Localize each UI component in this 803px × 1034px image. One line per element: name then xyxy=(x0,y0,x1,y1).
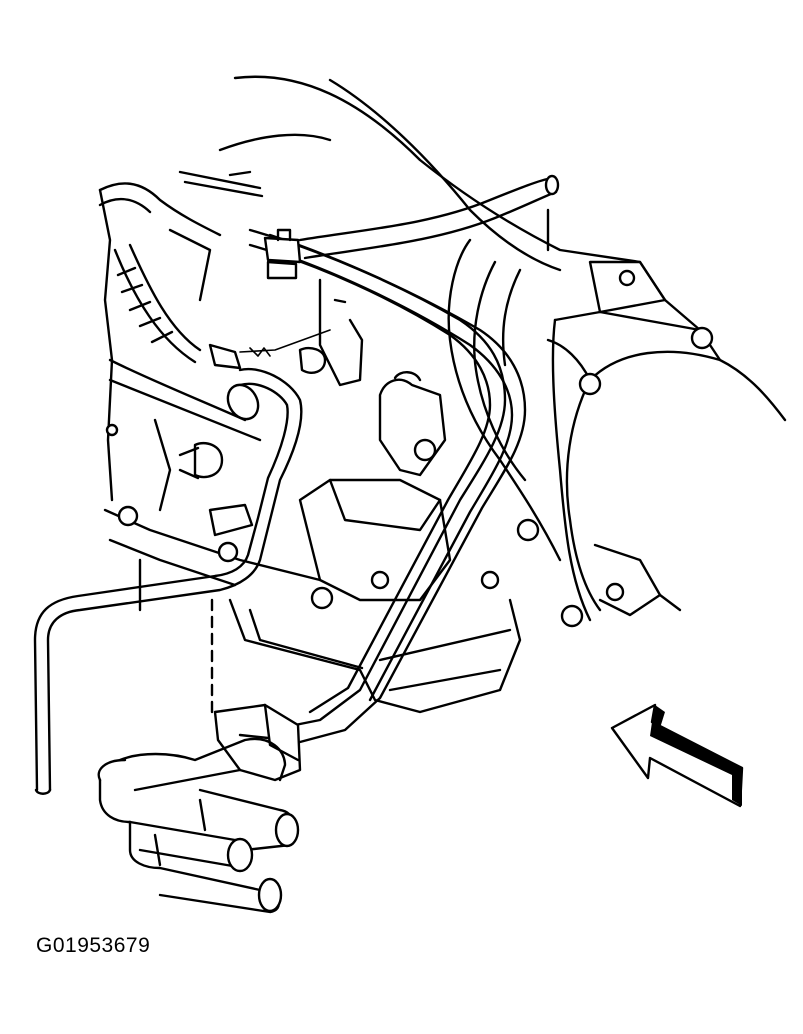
transmission-cooler-lines xyxy=(248,228,527,744)
arrow-pointer-icon xyxy=(610,703,744,808)
bracket-assembly xyxy=(318,278,447,477)
wiring-harness xyxy=(98,182,331,374)
cooler-hose-long xyxy=(33,367,303,795)
figure-id-label: G01953679 xyxy=(36,934,151,957)
cooler-line-fittings xyxy=(97,598,302,914)
transmission-case xyxy=(218,75,787,628)
engine-block xyxy=(98,188,322,612)
vent-hose xyxy=(178,170,560,260)
oil-pan xyxy=(228,478,522,714)
